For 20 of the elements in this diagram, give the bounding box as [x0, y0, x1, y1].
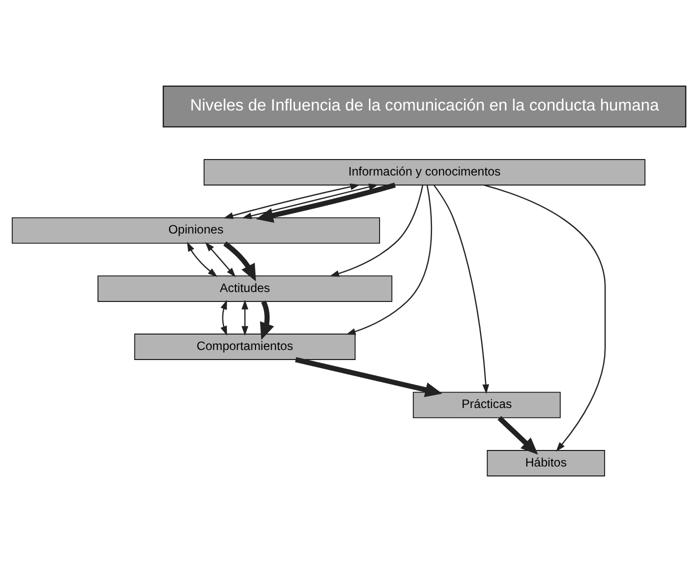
- node-box: Opiniones: [12, 216, 380, 244]
- arrow: [330, 184, 424, 276]
- arrow: [346, 184, 432, 334]
- arrow: [223, 240, 256, 281]
- arrow: [205, 242, 236, 277]
- arrow: [242, 183, 378, 219]
- node-box: Prácticas: [412, 391, 561, 418]
- node-box: Información y conocimentos: [204, 158, 646, 185]
- arrow: [242, 299, 248, 336]
- arrow: [484, 184, 606, 452]
- arrow: [220, 299, 228, 336]
- node-box: Actitudes: [98, 274, 392, 302]
- node-box: Hábitos: [486, 450, 606, 476]
- arrow: [224, 182, 360, 218]
- node-box: Niveles de Influencia de la comunicación en la conducta humana: [162, 85, 686, 127]
- arrow: [434, 184, 490, 394]
- arrow: [260, 300, 274, 340]
- arrow: [498, 416, 538, 454]
- arrow: [186, 241, 218, 276]
- node-box: Comportamientos: [134, 333, 356, 360]
